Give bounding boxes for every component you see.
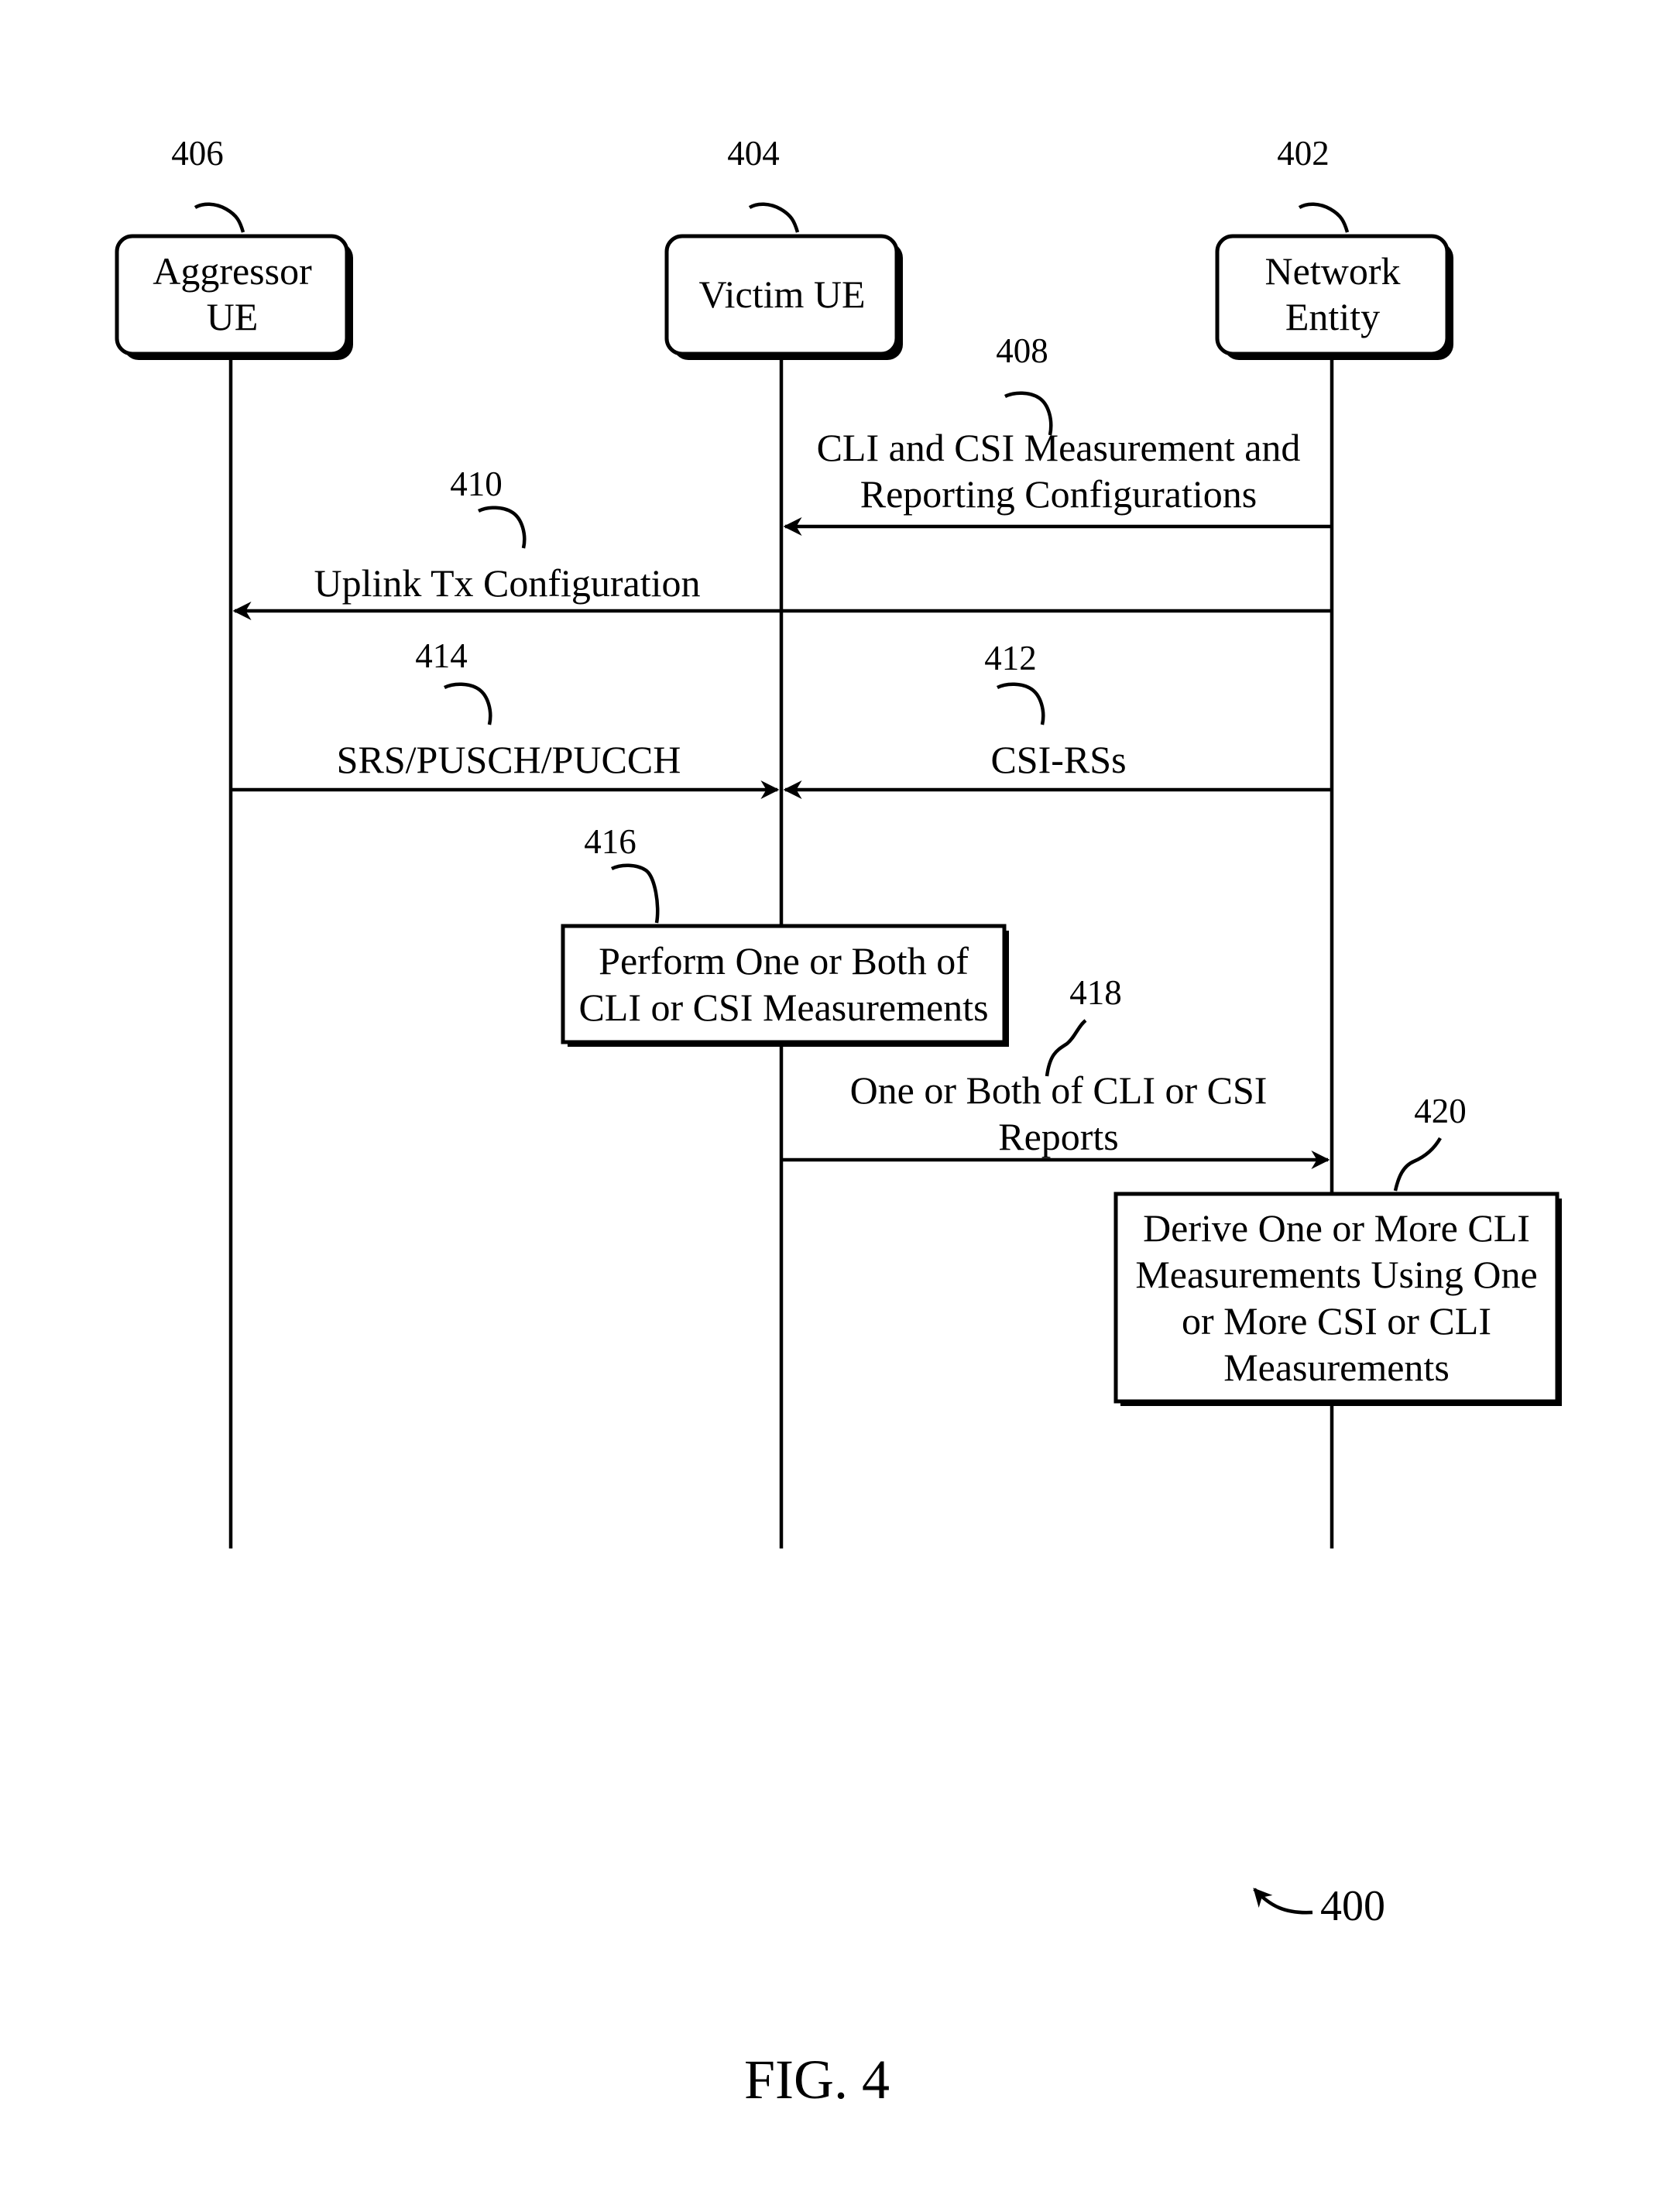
ref-404: 404 (727, 134, 780, 173)
message-418-line2: Reports (998, 1115, 1119, 1158)
participant-network-entity-line2: Entity (1285, 295, 1380, 338)
ref-406: 406 (171, 134, 224, 173)
ref-leader-408 (1004, 391, 1053, 436)
diagram-ref-400: 400 (1253, 1882, 1385, 1930)
participant-aggressor-ue: Aggressor UE 406 (115, 134, 353, 360)
ref-408: 408 (996, 331, 1048, 370)
ref-412: 412 (984, 639, 1037, 677)
ref-414: 414 (415, 636, 468, 675)
ref-420: 420 (1414, 1092, 1467, 1130)
ref-418: 418 (1069, 973, 1122, 1012)
message-414: SRS/PUSCH/PUCCH 414 (231, 636, 780, 799)
ref-leader-404 (748, 202, 800, 233)
action-420-line3: or More CSI or CLI (1182, 1299, 1491, 1343)
participant-network-entity: Network Entity 402 (1215, 134, 1453, 360)
ref-leader-406 (194, 202, 245, 233)
ref-leader-414 (443, 682, 492, 725)
action-416: Perform One or Both of CLI or CSI Measur… (561, 822, 1009, 1047)
ref-leader-418 (1045, 1019, 1087, 1077)
participant-victim-ue-line1: Victim UE (698, 273, 865, 316)
message-408-line1: CLI and CSI Measurement and (817, 426, 1301, 469)
ref-leader-402 (1298, 202, 1350, 233)
action-416-line1: Perform One or Both of (599, 939, 969, 983)
message-418: One or Both of CLI or CSI Reports 418 (781, 973, 1330, 1169)
message-410-line1: Uplink Tx Configuration (314, 561, 700, 605)
participant-victim-ue: Victim UE 404 (664, 134, 903, 360)
ref-leader-400 (1253, 1888, 1313, 1915)
action-420-line4: Measurements (1223, 1346, 1450, 1389)
action-420-line1: Derive One or More CLI (1143, 1206, 1530, 1250)
action-420-line2: Measurements Using One (1135, 1253, 1537, 1296)
ref-leader-420 (1393, 1137, 1442, 1192)
ref-416: 416 (584, 822, 636, 861)
message-418-line1: One or Both of CLI or CSI (850, 1068, 1268, 1112)
message-410: Uplink Tx Configuration 410 (232, 465, 1332, 620)
message-414-line1: SRS/PUSCH/PUCCH (337, 738, 681, 781)
message-412: CSI-RSs 412 (783, 639, 1332, 799)
ref-leader-412 (996, 682, 1045, 725)
ref-leader-416 (610, 863, 660, 924)
participant-aggressor-ue-line2: UE (207, 295, 259, 338)
action-420: Derive One or More CLI Measurements Usin… (1113, 1092, 1562, 1406)
action-416-line2: CLI or CSI Measurements (578, 986, 988, 1029)
ref-402: 402 (1277, 134, 1330, 173)
message-412-line1: CSI-RSs (990, 738, 1126, 781)
message-408-line2: Reporting Configurations (860, 472, 1257, 516)
participant-aggressor-ue-line1: Aggressor (153, 249, 312, 293)
ref-410: 410 (450, 465, 503, 503)
ref-leader-410 (477, 506, 527, 549)
ref-400: 400 (1320, 1882, 1385, 1930)
participant-network-entity-line1: Network (1265, 249, 1401, 293)
message-408: CLI and CSI Measurement and Reporting Co… (783, 331, 1332, 536)
figure-label: FIG. 4 (744, 2049, 890, 2111)
